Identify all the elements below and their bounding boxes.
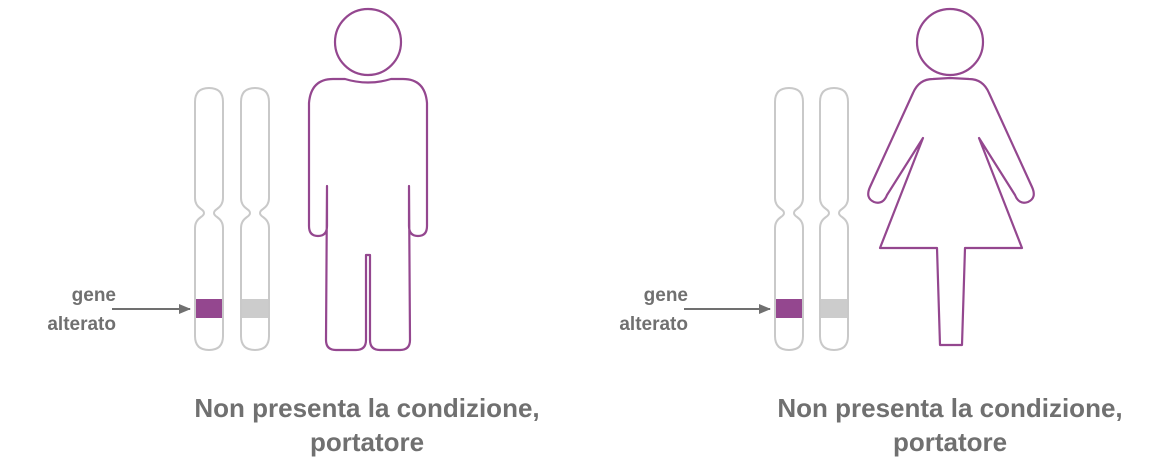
male-body <box>307 77 429 352</box>
caption-line1: Non presenta la condizione, <box>777 393 1122 423</box>
normal-gene-band <box>242 299 268 318</box>
female-figure-icon <box>867 7 1035 347</box>
gene-label-line2: alterato <box>619 314 688 335</box>
chromosome-pair <box>194 86 270 352</box>
female-body <box>867 76 1035 347</box>
caption-line2: portatore <box>310 427 424 457</box>
female-head <box>915 7 985 77</box>
normal-gene-band <box>821 299 847 318</box>
chromosome-with-altered-gene <box>194 86 224 352</box>
gene-label-line1: gene <box>644 285 688 306</box>
male-head <box>333 7 403 77</box>
gene-label: gene alterato <box>619 285 771 335</box>
caption-line2: portatore <box>893 427 1007 457</box>
caption-line1: Non presenta la condizione, <box>194 393 539 423</box>
altered-gene-band <box>776 299 802 318</box>
panel-female-carrier: gene alterato Non presenta la condizione… <box>619 7 1123 457</box>
male-figure-icon <box>307 7 429 352</box>
panel-male-carrier: gene alterato Non presenta la condizione… <box>47 7 540 457</box>
gene-label-line2: alterato <box>47 314 116 335</box>
gene-label-line1: gene <box>72 285 116 306</box>
chromosome-normal <box>819 86 849 352</box>
chromosome-pair <box>774 86 849 352</box>
altered-gene-band <box>196 299 222 318</box>
chromosome-normal <box>240 86 270 352</box>
chromosome-with-altered-gene <box>774 86 804 352</box>
gene-label: gene alterato <box>47 285 191 335</box>
